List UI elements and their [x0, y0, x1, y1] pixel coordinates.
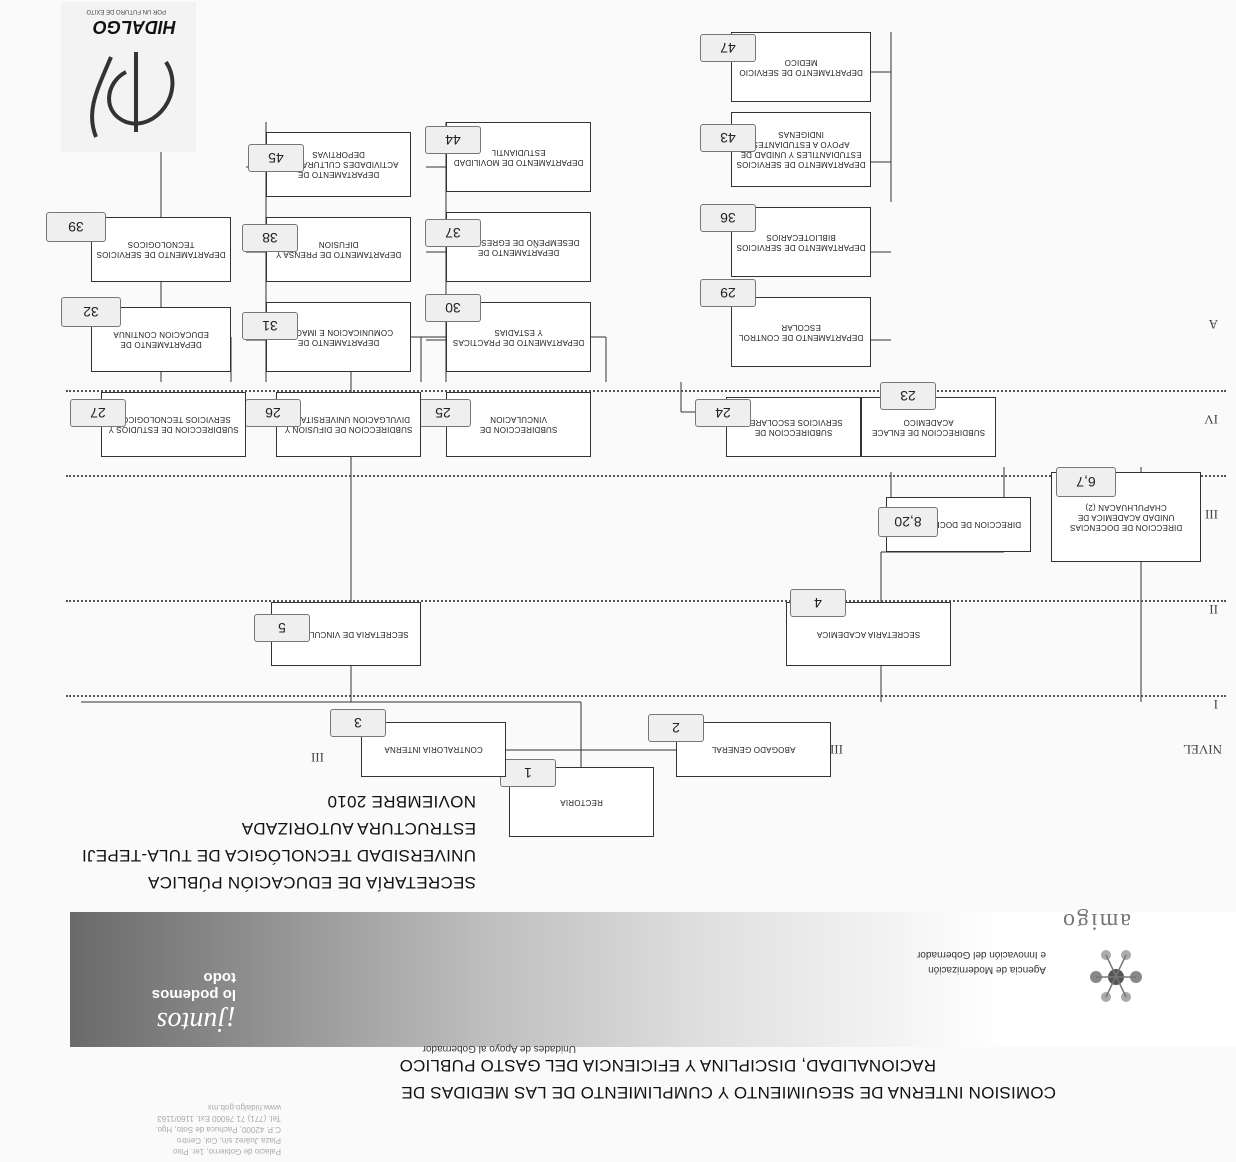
- level-label-iii: III: [1205, 507, 1218, 522]
- badge-2: 2: [648, 714, 704, 742]
- badge-6-7: 6,7: [1056, 467, 1116, 497]
- badge-47: 47: [700, 34, 756, 62]
- badge-25: 25: [415, 399, 471, 427]
- level-label-a: A: [1208, 317, 1218, 332]
- juntos-line-1: ¡juntos: [156, 1006, 236, 1037]
- address-line-1: Palacio de Gobierno, 1er. Piso: [172, 1147, 281, 1156]
- address-line-2: Plaza Juárez s/n, Col. Centro: [176, 1136, 281, 1145]
- amigo-logo: [1076, 932, 1156, 1017]
- level-label-nivel: NIVEL: [1183, 742, 1222, 757]
- badge-8-20: 8,20: [878, 507, 938, 537]
- hidalgo-logo: HIDALGO POR UN FUTURO DE EXITO: [61, 2, 196, 152]
- badge-24: 24: [695, 399, 751, 427]
- badge-44: 44: [425, 126, 481, 154]
- badge-38: 38: [242, 224, 298, 252]
- badge-26: 26: [245, 399, 301, 427]
- badge-4: 4: [790, 589, 846, 617]
- level-label-iv: IV: [1204, 412, 1218, 427]
- level-label-iii-a: III: [830, 742, 843, 757]
- badge-1: 1: [500, 759, 556, 787]
- box-dep-servicios-tecnologicos: DEPARTAMENTO DE SERVICIOS TECNOLOGICOS: [91, 217, 231, 282]
- unidad-apoyo: Unidades de Apoyo al Gobernador: [422, 1043, 576, 1054]
- address-line-4: Tel. (771) 71 76000 Ext. 1160/1163: [157, 1114, 281, 1123]
- badge-23: 23: [880, 382, 936, 410]
- amigo-dots-icon: [1090, 950, 1142, 1002]
- badge-31: 31: [242, 312, 298, 340]
- agencia-line-1: Agencia de Modernización: [928, 964, 1046, 975]
- badge-30: 30: [425, 294, 481, 322]
- badge-32: 32: [61, 297, 121, 327]
- title-line-3: ESTRUCTURA AUTORIZADA: [241, 819, 476, 838]
- title-line-4: NOVIEMBRE 2010: [327, 792, 476, 811]
- level-divider-i: [66, 695, 1226, 697]
- badge-27: 27: [70, 399, 126, 427]
- badge-5: 5: [254, 614, 310, 642]
- badge-45: 45: [248, 144, 304, 172]
- badge-37: 37: [425, 219, 481, 247]
- address-line-3: C.P. 42000, Pachuca de Soto, Hgo.: [155, 1125, 281, 1134]
- badge-36: 36: [700, 204, 756, 232]
- level-divider-ii: [66, 600, 1226, 602]
- juntos-line-3: todo: [203, 969, 236, 986]
- logo-subtext: POR UN FUTURO DE EXITO: [86, 8, 166, 14]
- badge-39: 39: [46, 212, 106, 242]
- address-line-5: www.hidalgo.gob.mx: [207, 1103, 281, 1112]
- title-line-2: UNIVERSIDAD TECNOLÓGICA DE TULA-TEPEJI: [81, 846, 476, 865]
- juntos-slogan: ¡juntos lo podemos todo: [152, 969, 236, 1037]
- hidalgo-emblem-icon: [89, 52, 175, 138]
- badge-3: 3: [330, 709, 386, 737]
- comision-line-2: RACIONALIDAD, DISCIPLINA Y EFICIENCIA DE…: [399, 1056, 936, 1075]
- level-label-ii: II: [1209, 602, 1218, 617]
- badge-29: 29: [700, 279, 756, 307]
- juntos-line-2: lo podemos: [151, 986, 236, 1003]
- title-line-1: SECRETARÍA DE EDUCACIÓN PÚBLICA: [147, 873, 476, 892]
- box-dep-control-escolar: DEPARTAMENTO DE CONTROL ESCOLAR: [731, 297, 871, 367]
- logo-text: HIDALGO: [93, 17, 176, 37]
- amigo-wordmark: amigo: [1061, 908, 1131, 934]
- address-block: Palacio de Gobierno, 1er. Piso Plaza Juá…: [155, 1102, 281, 1157]
- comision-line-1: COMISION INTERNA DE SEGUIMIENTO Y CUMPLI…: [401, 1083, 1056, 1102]
- badge-43: 43: [700, 124, 756, 152]
- level-label-iii-b: III: [311, 750, 324, 765]
- level-label-i: I: [1213, 697, 1218, 712]
- agencia-line-2: e Innovación del Gobernador: [917, 949, 1046, 960]
